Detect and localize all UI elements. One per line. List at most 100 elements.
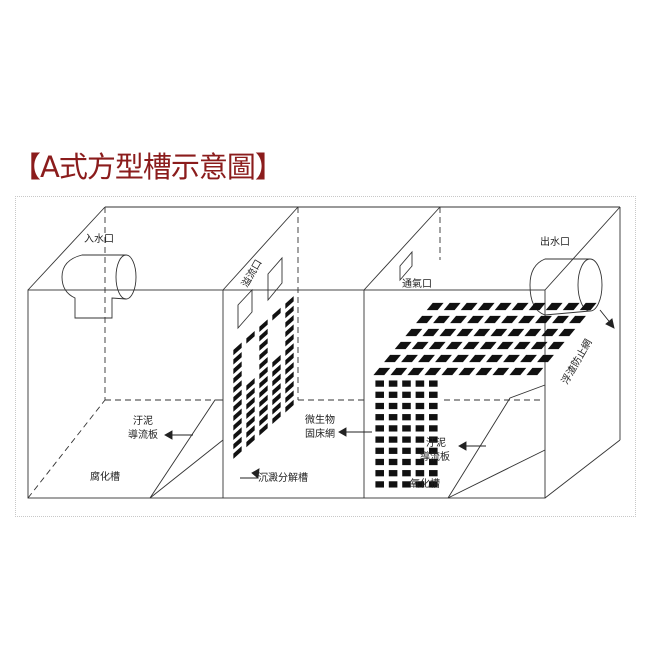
- mesh-cell: [507, 328, 525, 337]
- mesh-cell: [456, 328, 474, 337]
- mesh-cell: [545, 302, 563, 311]
- mesh-cell: [415, 425, 425, 432]
- mesh-cell: [492, 367, 510, 376]
- mesh-cell: [439, 328, 457, 337]
- mesh-cell: [490, 328, 508, 337]
- mesh-cell: [375, 402, 384, 410]
- mesh-cell: [562, 302, 580, 311]
- mesh-cell: [402, 436, 411, 443]
- label-inlet: 入水口: [84, 233, 114, 245]
- mesh-cell: [415, 436, 425, 443]
- mesh-cell: [233, 408, 242, 422]
- tank-outline: [27, 206, 621, 499]
- mesh-cell: [285, 314, 294, 328]
- mesh-cell: [285, 324, 294, 338]
- label-scum-net: 浮渣防止網: [558, 337, 594, 387]
- mesh-cell: [415, 391, 425, 398]
- mesh-cell: [503, 354, 520, 363]
- mesh-cell: [452, 354, 469, 363]
- mesh-cell: [552, 315, 569, 324]
- mesh-cell: [394, 341, 412, 350]
- mesh-cell: [233, 361, 242, 375]
- mesh-cell: [479, 341, 497, 350]
- mesh-cell: [535, 315, 552, 324]
- mesh-cell: [458, 367, 476, 376]
- mesh-cell: [375, 447, 384, 454]
- mesh-cell: [402, 414, 411, 421]
- mesh-cell: [422, 328, 440, 337]
- mesh-cell: [418, 354, 435, 363]
- mesh-cell: [426, 302, 444, 311]
- mesh-cell: [272, 354, 281, 368]
- mesh-cell: [259, 413, 268, 427]
- mesh-cell: [388, 436, 398, 443]
- mesh-cell: [405, 328, 423, 337]
- mesh-cell: [259, 366, 268, 380]
- labels: 入水口 出水口 通氣口 溢流口 浮渣防止網 汙泥 導流板 微生物 固床網 汙泥 …: [84, 233, 595, 490]
- mesh-cell: [246, 387, 255, 401]
- mesh-cell: [415, 447, 425, 454]
- mesh-cell: [429, 436, 438, 443]
- mesh-cell: [272, 307, 281, 321]
- nets: [233, 296, 597, 488]
- mesh-cell: [496, 341, 514, 350]
- mesh-cell: [429, 481, 438, 488]
- mesh-cell: [429, 425, 438, 432]
- mesh-cell: [411, 341, 429, 350]
- mesh-cell: [509, 367, 527, 376]
- mesh-cell: [530, 341, 548, 350]
- mesh-cell: [473, 328, 491, 337]
- mesh-cell: [415, 402, 425, 410]
- label-oxidation-tank: 氧化槽: [410, 477, 440, 490]
- mesh-cell: [285, 390, 294, 404]
- mesh-cell: [246, 330, 255, 344]
- mesh-cell: [429, 391, 438, 398]
- mesh-cell: [569, 315, 586, 324]
- label-bio-net-b: 固床網: [305, 427, 335, 440]
- mesh-cell: [246, 415, 255, 429]
- mesh-cell: [407, 367, 425, 376]
- mesh-cell: [375, 414, 384, 421]
- bio-net-vertical: [375, 380, 438, 488]
- mesh-cell: [435, 354, 452, 363]
- arrow-icon: [458, 441, 467, 451]
- mesh-cell: [233, 380, 242, 393]
- mesh-cell: [233, 436, 242, 450]
- mesh-cell: [477, 302, 495, 311]
- mesh-cell: [469, 354, 486, 363]
- mesh-cell: [445, 341, 463, 350]
- label-settling-tank: 沉澱分解槽: [258, 471, 308, 484]
- mesh-cell: [429, 458, 438, 466]
- mesh-cell: [233, 446, 242, 459]
- label-bio-net-a: 微生物: [305, 413, 335, 426]
- mesh-cell: [402, 481, 411, 488]
- mesh-cell: [259, 385, 268, 398]
- arrow-icon: [338, 427, 347, 437]
- mesh-cell: [467, 315, 484, 324]
- mesh-cell: [246, 425, 255, 438]
- mesh-cell: [441, 367, 459, 376]
- mesh-cell: [537, 354, 554, 363]
- mesh-cell: [443, 302, 461, 311]
- mesh-cell: [547, 341, 565, 350]
- mesh-cell: [494, 302, 512, 311]
- arrow-icon: [605, 318, 615, 329]
- mesh-cell: [501, 315, 518, 324]
- mesh-cell: [233, 351, 242, 365]
- mesh-cell: [233, 427, 242, 441]
- mesh-cell: [415, 481, 425, 488]
- mesh-cell: [402, 425, 411, 432]
- mesh-cell: [524, 328, 542, 337]
- mesh-cell: [415, 380, 425, 387]
- mesh-cell: [579, 302, 597, 311]
- mesh-cell: [415, 458, 425, 466]
- mesh-cell: [259, 328, 268, 342]
- mesh-cell: [388, 447, 398, 454]
- mesh-cell: [375, 481, 384, 488]
- scum-net: [373, 302, 597, 376]
- mesh-cell: [246, 406, 255, 419]
- mesh-cell: [246, 396, 255, 410]
- mesh-cell: [415, 470, 425, 477]
- label-vent: 通氣口: [402, 277, 432, 290]
- mesh-cell: [373, 367, 391, 376]
